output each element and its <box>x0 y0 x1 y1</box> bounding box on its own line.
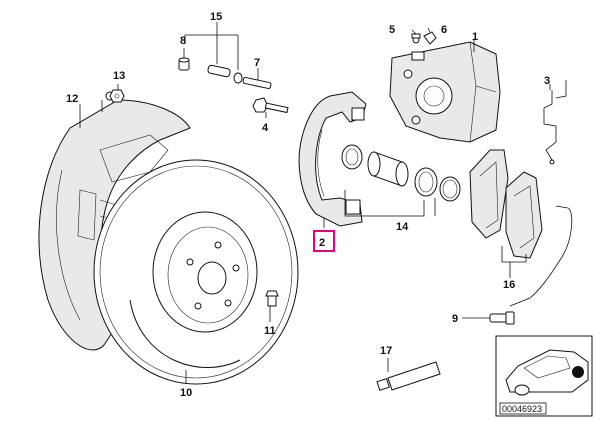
part-shield-screw[interactable] <box>109 89 125 103</box>
callout-11: 11 <box>264 325 276 337</box>
part-grease-tube[interactable] <box>376 361 441 391</box>
callout-15: 15 <box>210 11 222 23</box>
callout-7: 7 <box>254 57 260 69</box>
part-dust-cap[interactable] <box>423 31 437 45</box>
callout-1: 1 <box>472 31 478 43</box>
part-wear-sensor[interactable] <box>489 205 573 325</box>
part-disc-screw[interactable] <box>265 290 279 307</box>
part-piston-kit[interactable] <box>341 144 461 202</box>
part-brake-caliper[interactable] <box>389 41 501 143</box>
callout-3: 3 <box>544 75 550 87</box>
callout-12: 12 <box>66 93 78 105</box>
part-brake-disc[interactable] <box>93 159 299 385</box>
part-guide-sleeves[interactable] <box>207 64 243 84</box>
part-bleed-valve[interactable] <box>411 33 421 44</box>
callout-10: 10 <box>180 387 192 399</box>
callout-9: 9 <box>452 313 458 325</box>
part-anti-rattle-spring[interactable] <box>543 80 567 165</box>
part-caliper-carrier[interactable] <box>298 91 367 227</box>
callout-8: 8 <box>180 35 186 47</box>
part-hex-bolt[interactable] <box>252 97 289 114</box>
reference-number: 00046923 <box>502 404 542 414</box>
part-guide-cap[interactable] <box>178 57 190 71</box>
callouts: 1 2 3 4 5 6 7 8 9 10 11 12 13 14 15 16 1… <box>66 11 550 399</box>
callout-2[interactable]: 2 <box>319 237 325 249</box>
callout-14: 14 <box>396 221 409 233</box>
vehicle-inset: 00046923 <box>495 335 593 417</box>
callout-6: 6 <box>441 24 447 36</box>
callout-5: 5 <box>389 24 395 36</box>
part-guide-pin[interactable] <box>242 77 272 89</box>
callout-4: 4 <box>262 122 269 134</box>
car-location-icon <box>505 349 589 396</box>
leader-lines <box>79 22 551 384</box>
callout-13: 13 <box>113 70 125 82</box>
callout-16: 16 <box>503 279 515 291</box>
callout-17: 17 <box>380 345 392 357</box>
part-brake-pads[interactable] <box>469 149 543 259</box>
highlight-box <box>313 230 335 252</box>
